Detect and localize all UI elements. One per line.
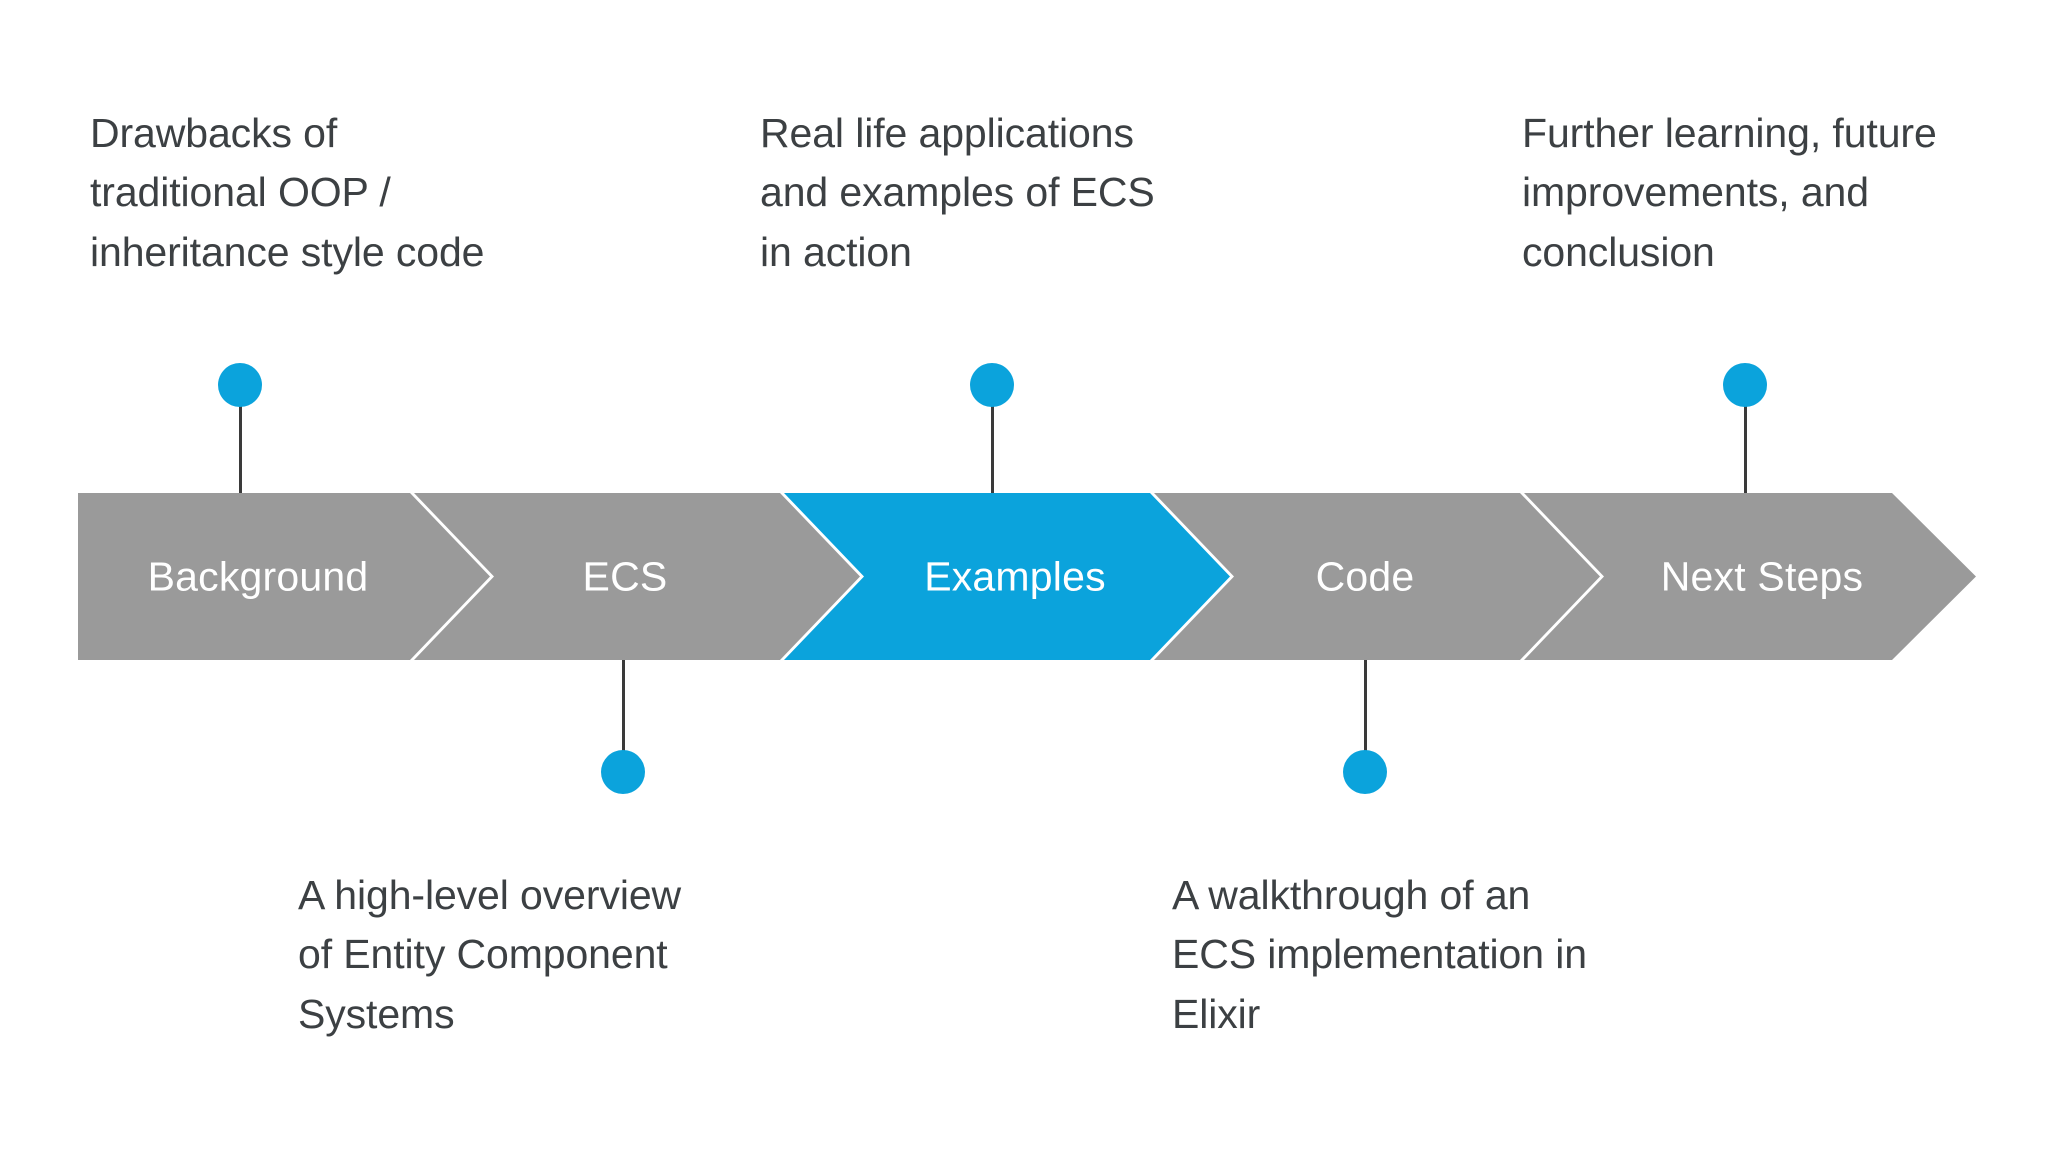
callout-examples: Real life applications and examples of E… bbox=[760, 110, 1155, 275]
callout-next-steps: Further learning, future improvements, a… bbox=[1522, 110, 1937, 275]
chevron-label-next-steps: Next Steps bbox=[1660, 553, 1864, 600]
chevron-label-examples: Examples bbox=[924, 553, 1106, 600]
connector-stem-code bbox=[1364, 658, 1367, 774]
callout-background: Drawbacks of traditional OOP / inheritan… bbox=[90, 110, 485, 275]
chevron-segment-next-steps[interactable] bbox=[1524, 493, 1976, 660]
connector-stem-examples bbox=[991, 385, 994, 495]
chevron-segment-examples[interactable] bbox=[784, 493, 1230, 660]
chevron-segment-background[interactable] bbox=[78, 493, 490, 660]
chevron-label-ecs: ECS bbox=[582, 553, 668, 600]
connector-stem-background bbox=[239, 385, 242, 495]
connector-stem-ecs bbox=[622, 658, 625, 774]
chevron-segment-code[interactable] bbox=[1154, 493, 1600, 660]
connector-stem-next-steps bbox=[1744, 385, 1747, 495]
chevron-segment-ecs[interactable] bbox=[414, 493, 860, 660]
callout-code: A walkthrough of an ECS implementation i… bbox=[1172, 872, 1587, 1037]
chevron-label-code: Code bbox=[1315, 553, 1415, 600]
callout-ecs: A high-level overview of Entity Componen… bbox=[298, 872, 682, 1037]
chevron-label-background: Background bbox=[147, 553, 369, 600]
